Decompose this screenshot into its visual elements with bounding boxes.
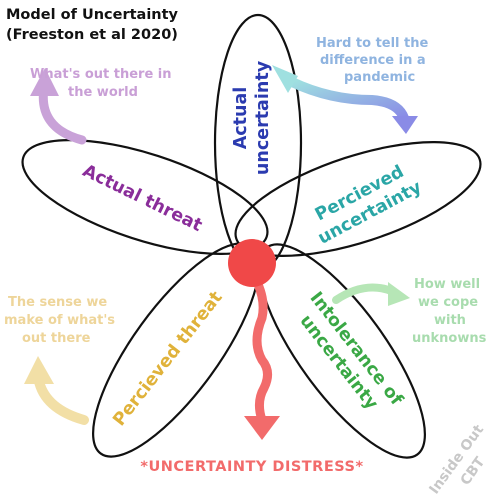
center-dot	[228, 239, 276, 287]
blue-arrowhead-end-icon	[392, 116, 418, 134]
petal-actual-threat	[21, 139, 269, 255]
watermark: Inside Out CBT	[426, 422, 488, 497]
note-how-well-3: with	[434, 313, 466, 328]
title-line-2: (Freeston et al 2020)	[6, 27, 178, 43]
green-arrowhead-icon	[388, 282, 410, 306]
side-notes: What's out there in the world Hard to te…	[4, 36, 487, 346]
note-sense-we-make-1: The sense we	[8, 295, 107, 310]
note-how-well-4: unknowns	[412, 331, 487, 346]
title-line-1: Model of Uncertainty	[6, 7, 179, 23]
yellow-arrowhead-icon	[24, 356, 54, 384]
petal-perceived-uncertainty	[234, 141, 482, 257]
label-actual-uncertainty-2: uncertainty	[253, 60, 273, 175]
note-whats-out-there-2: the world	[68, 85, 138, 100]
red-arrow-icon	[251, 275, 272, 425]
decorative-arrows	[24, 65, 418, 440]
red-arrowhead-icon	[244, 416, 280, 440]
note-whats-out-there: What's out there in the world	[30, 67, 172, 100]
note-sense-we-make-3: out there	[22, 331, 91, 346]
note-how-well-2: we cope	[418, 295, 478, 310]
note-hard-to-tell-3: pandemic	[344, 70, 415, 85]
label-perceived-threat: Percieved threat	[109, 288, 226, 430]
blue-arrowhead-start-icon	[272, 65, 298, 93]
note-hard-to-tell-1: Hard to tell the	[316, 36, 429, 51]
note-hard-to-tell: Hard to tell the difference in a pandemi…	[316, 36, 429, 85]
label-actual-uncertainty-1: Actual	[231, 87, 251, 150]
note-hard-to-tell-2: difference in a	[320, 53, 426, 68]
note-how-well: How well we cope with unknowns	[412, 277, 487, 346]
purple-arrowhead-icon	[30, 68, 59, 96]
diagram-title: Model of Uncertainty (Freeston et al 202…	[6, 7, 179, 43]
green-arrow-icon	[332, 283, 398, 304]
note-whats-out-there-1: What's out there in	[30, 67, 172, 82]
note-sense-we-make: The sense we make of what's out there	[4, 295, 115, 346]
outcome-label: *UNCERTAINTY DISTRESS*	[140, 459, 363, 475]
blue-arrow-icon	[287, 77, 409, 123]
note-sense-we-make-2: make of what's	[4, 313, 115, 328]
note-how-well-1: How well	[414, 277, 480, 292]
